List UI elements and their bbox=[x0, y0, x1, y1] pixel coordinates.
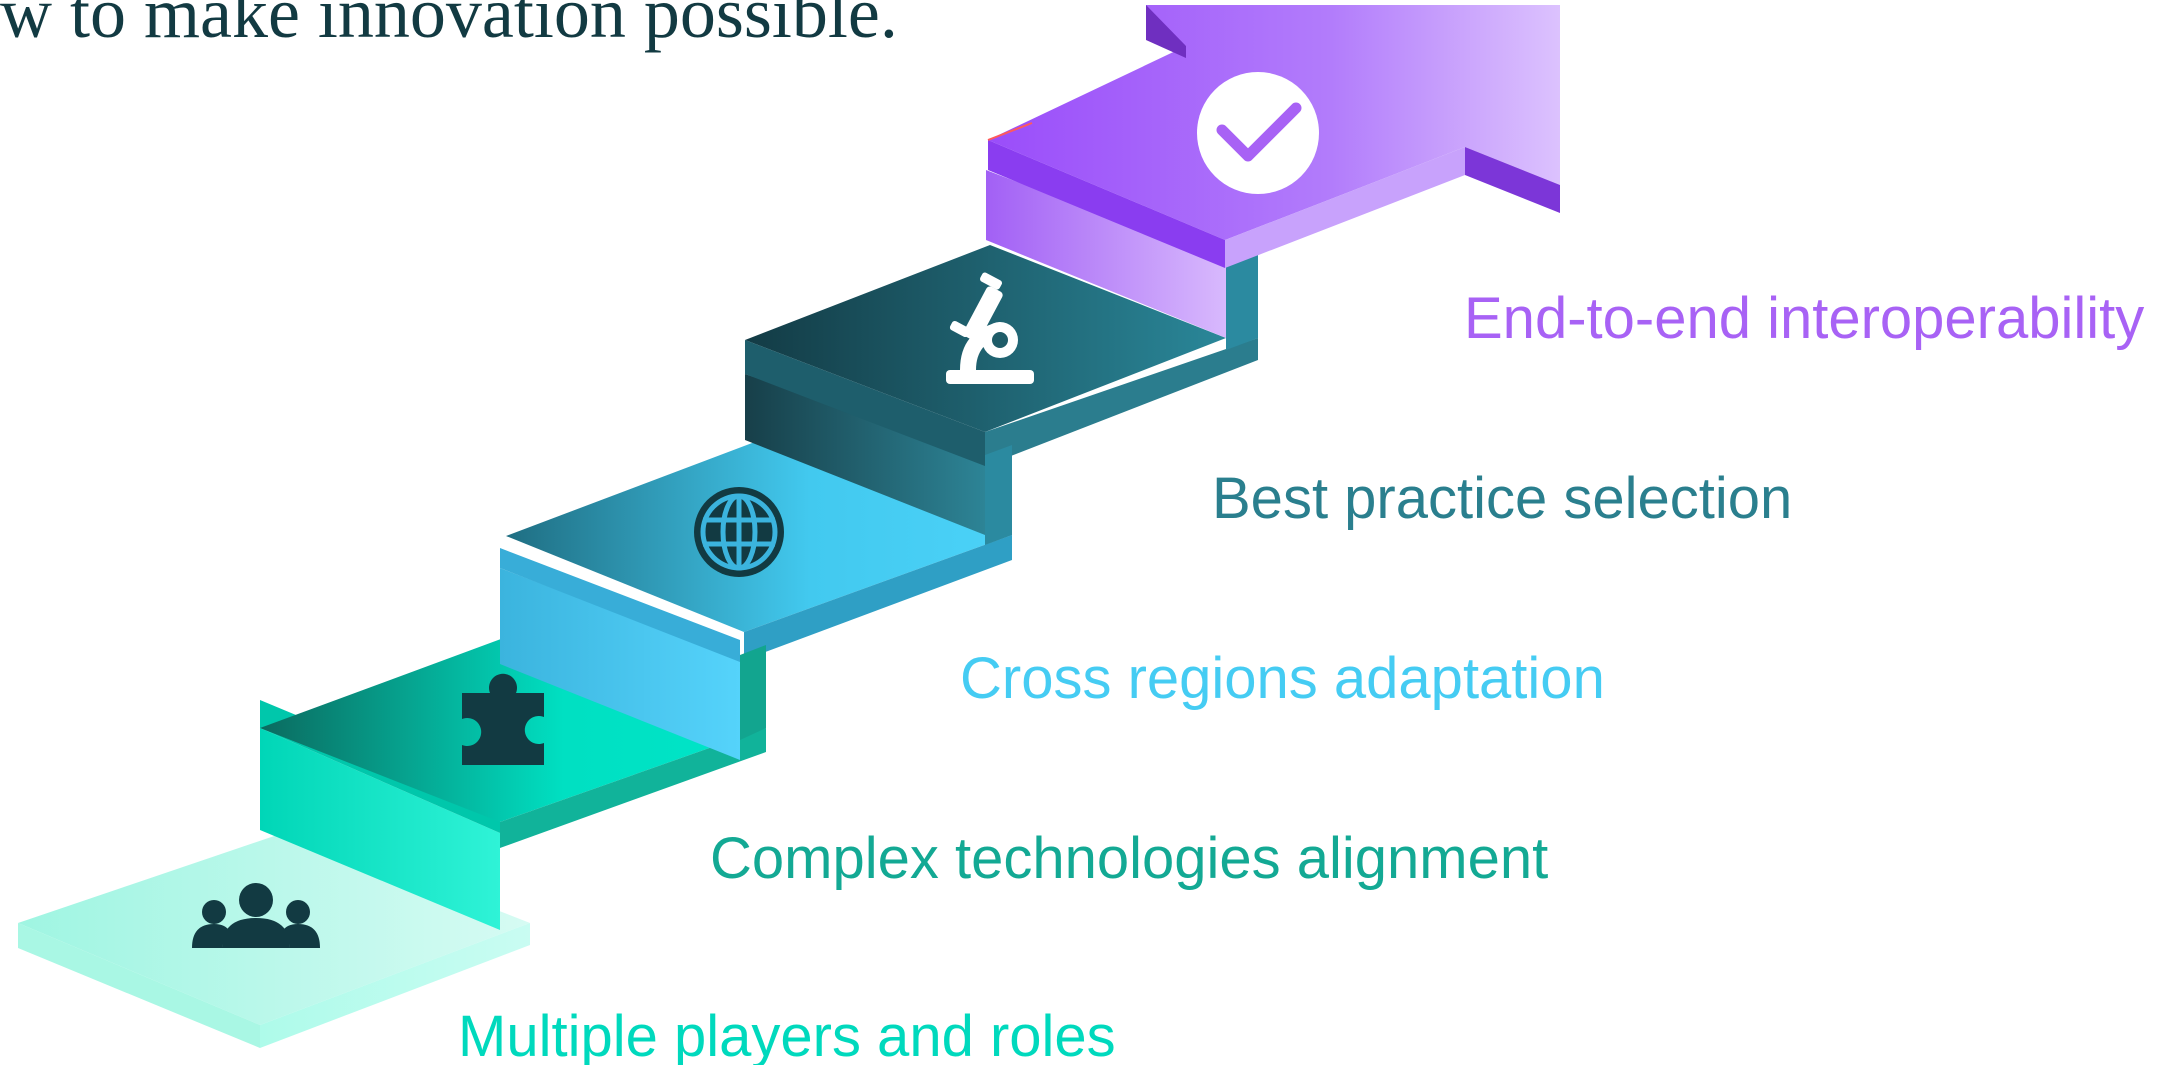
step-3-label: Cross regions adaptation bbox=[960, 646, 1605, 711]
puzzle-piece-icon bbox=[462, 673, 544, 765]
step-4-label: Best practice selection bbox=[1212, 466, 1793, 531]
microscope-icon bbox=[946, 272, 1034, 384]
step-5-label: End-to-end interoperability bbox=[1464, 286, 2145, 351]
globe-icon bbox=[694, 487, 784, 577]
people-group-icon bbox=[192, 883, 320, 948]
step-2-label: Complex technologies alignment bbox=[710, 826, 1549, 891]
checkmark-circle-icon bbox=[1197, 72, 1319, 194]
headline: w to make innovation possible. bbox=[0, 0, 898, 53]
step-1-label: Multiple players and roles bbox=[458, 1004, 1116, 1065]
